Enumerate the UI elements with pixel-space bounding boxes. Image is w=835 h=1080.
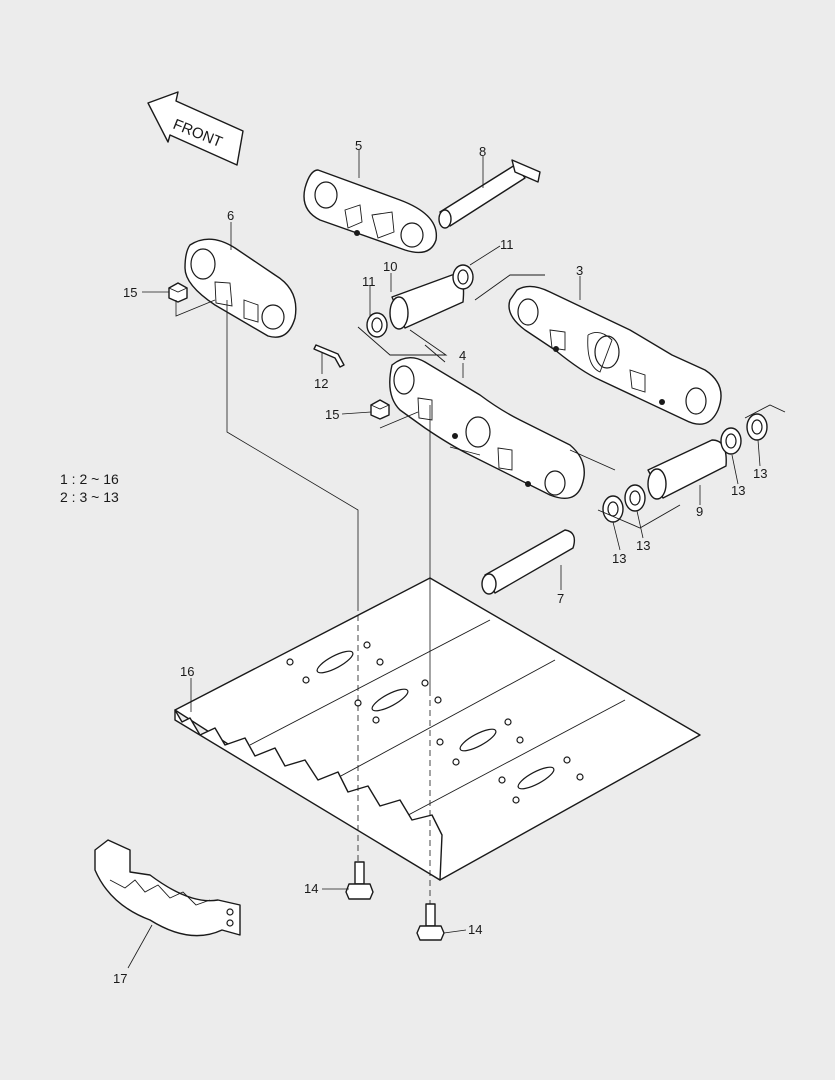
seal-part-13-b [624,484,646,512]
callout-17: 17 [113,971,127,986]
front-direction-arrow: FRONT [147,91,244,166]
bolt-part-14-right [416,903,445,941]
callout-13-d: 13 [753,466,767,481]
bushing-part-9 [647,439,727,500]
callout-9: 9 [696,504,703,519]
callout-3: 3 [576,263,583,278]
link-assembly-part-4 [389,357,585,499]
nut-part-15-right [369,399,391,420]
leader-lines [127,150,761,969]
callout-14-left: 14 [304,881,318,896]
callout-6: 6 [227,208,234,223]
quantity-legend: 1 : 2 ~ 16 2 : 3 ~ 13 [60,471,119,505]
master-link-part-5 [303,169,438,254]
seal-part-11-right [452,264,474,290]
legend-line-1: 1 : 2 ~ 16 [60,471,119,487]
callout-16: 16 [180,664,194,679]
nut-part-15-left [167,282,189,303]
track-shoe-part-16 [174,577,701,881]
link-assembly-part-3 [508,285,722,425]
seal-part-13-c [720,427,742,455]
spring-pin-part-12 [313,344,345,368]
bolt-part-14-left [345,861,374,900]
callout-5: 5 [355,138,362,153]
callout-13-b: 13 [636,538,650,553]
callout-4: 4 [459,348,466,363]
master-link-part-6 [184,238,297,338]
callout-11-left: 11 [362,274,376,289]
bracket-part-17 [94,839,241,937]
alignment-lines [175,299,431,904]
callout-8: 8 [479,144,486,159]
callout-13-c: 13 [731,483,745,498]
callout-14-right: 14 [468,922,482,937]
track-pin-part-7 [481,529,576,595]
callout-15-right: 15 [325,407,339,422]
seal-part-13-a [602,495,624,523]
bushing-part-10 [389,274,465,330]
seal-part-11-left [366,312,388,338]
seal-11-guide [357,274,545,356]
master-pin-part-8 [438,159,541,229]
callout-12: 12 [314,376,328,391]
callout-15-left: 15 [123,285,137,300]
callout-7: 7 [557,591,564,606]
seal-13-guide [597,404,786,529]
legend-line-2: 2 : 3 ~ 13 [60,489,119,505]
callout-11-right: 11 [500,237,514,252]
callout-13-a: 13 [612,551,626,566]
link-4-guide [424,344,616,471]
seal-part-13-d [746,413,768,441]
callout-10: 10 [383,259,397,274]
